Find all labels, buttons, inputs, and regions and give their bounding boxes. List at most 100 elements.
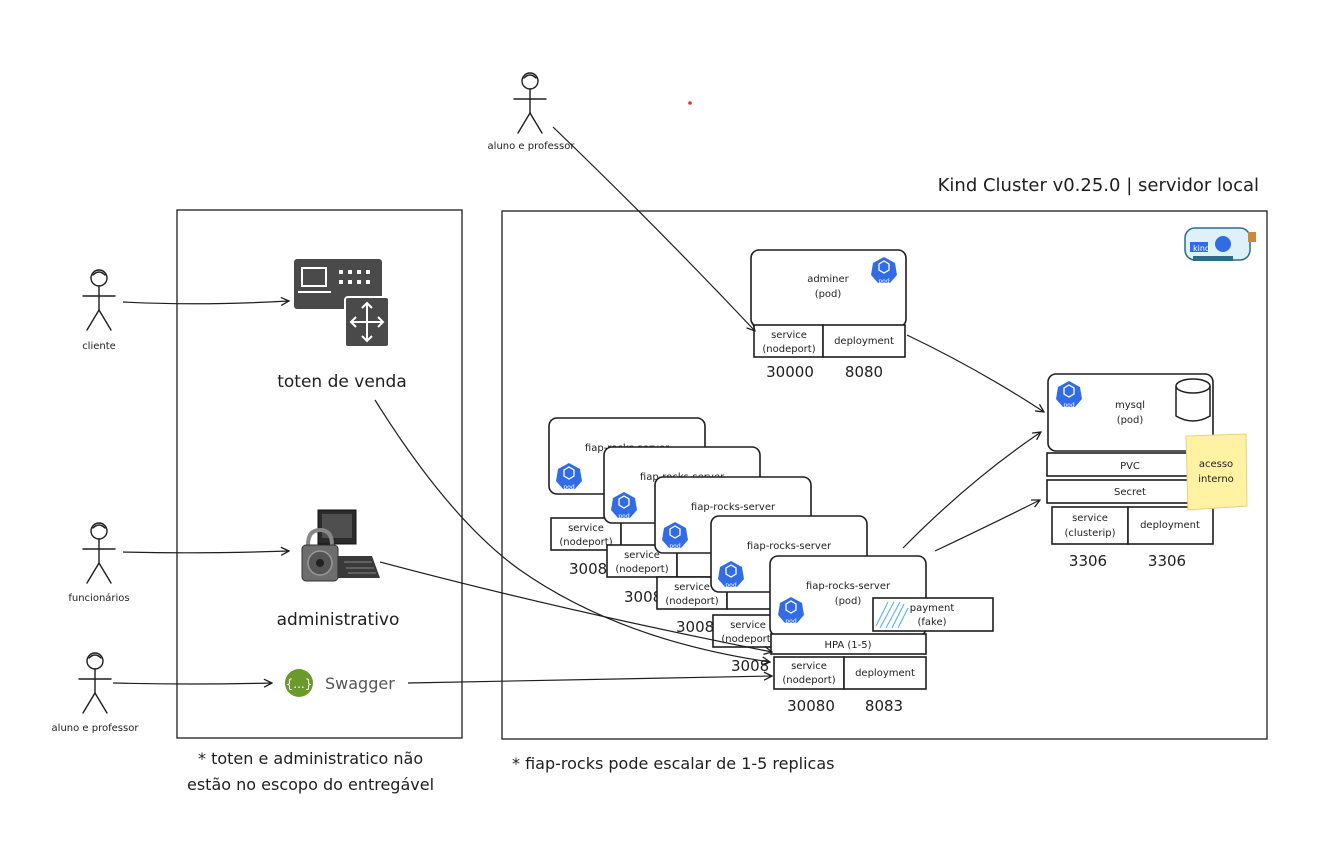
payment-label: payment [910,603,955,614]
arrow-fiap-to-mysql [902,432,1041,549]
footnote-left-line1: * toten e administratico não [198,749,423,768]
mysql-service-type: (clusterip) [1065,528,1116,539]
replica-service-type: (nodeport) [721,634,774,645]
pod-badge-label: pod [725,582,736,589]
arrow-funcionarios-to-admin [122,551,289,553]
arrow-aluno-to-adminer [552,126,755,331]
arrow-cliente-to-toten [122,301,289,304]
fiap-service-box [773,656,845,690]
person-icon [82,522,116,584]
fiap-service-label: service [791,661,827,672]
adminer-deployment-box [822,324,906,358]
replica-service-label: service [730,620,766,631]
note-line2: interno [1198,474,1234,485]
payment-fake-box: payment (fake) [872,597,994,632]
fiap-deployment-label: deployment [855,668,915,679]
mysql-secret-label: Secret [1114,487,1146,498]
mysql-service-box [1051,506,1129,545]
adminer-deployment-label: deployment [834,336,894,347]
actor-funcionarios: funcionários [68,522,130,604]
replica-port: 3008 [624,588,662,606]
pod-badge-label: pod [1063,402,1074,409]
actor-label: funcionários [68,592,129,604]
replica-service-type: (nodeport) [615,564,668,575]
mysql-pod: mysql (pod) pod [1047,373,1214,452]
kind-logo-icon: kind [1184,227,1256,261]
actor-aluno-bottom: aluno e professor [52,652,140,734]
mysql-port-service: 3306 [1069,552,1107,570]
computer-lock-icon [301,509,380,582]
database-cylinder-icon [1175,378,1211,422]
mysql-pvc-label: PVC [1120,461,1140,472]
replica-service-label: service [674,582,710,593]
replica-name: fiap-rocks-server [747,541,832,552]
administrativo-label: administrativo [277,610,400,630]
arrow-aluno-to-swagger [112,683,272,684]
footnote-right: * fiap-rocks pode escalar de 1-5 replica… [512,754,834,773]
pod-badge-label: pod [669,543,680,550]
mysql-kind: (pod) [1117,415,1144,426]
fiap-kind: (pod) [835,596,862,607]
adminer-port-container: 8080 [845,363,883,381]
cluster-title: Kind Cluster v0.25.0 | servidor local [938,175,1259,196]
adminer-service-label: service [771,330,807,341]
pod-badge-label: pod [878,278,889,285]
replica-name: fiap-rocks-server [691,502,776,513]
replica-service-label: service [624,550,660,561]
fiap-deployment-box [843,656,927,690]
arrow-adminer-to-mysql [906,334,1044,412]
arrow-toten-to-fiap [374,399,770,662]
actor-label: aluno e professor [488,141,576,152]
replica-port: 3008 [676,618,714,636]
adminer-kind: (pod) [815,289,842,300]
kind-logo-label: kind [1193,244,1210,253]
mysql-name: mysql [1115,400,1145,411]
person-icon [78,652,112,714]
replica-service-label: service [568,523,604,534]
replica-service-type: (nodeport) [559,537,612,548]
adminer-port-nodeport: 30000 [766,363,814,381]
payment-sub-label: (fake) [917,617,946,628]
footnote-left-line2: estão no escopo do entregável [187,775,434,794]
replica-service-type: (nodeport) [665,596,718,607]
arrow-fiap-to-secret [934,500,1040,552]
actor-label: cliente [82,341,116,352]
actor-cliente: cliente [82,269,116,352]
mysql-port-container: 3306 [1148,552,1186,570]
note-line1: acesso [1199,459,1233,470]
actor-aluno-top: aluno e professor [488,72,576,152]
mysql-service-label: service [1072,513,1108,524]
connectors [112,126,1044,684]
fiap-replica-stack: service(nodeport)3008fiap-rocks-serverpo… [548,417,869,675]
sticky-note: acesso interno [1185,433,1248,511]
adminer-service-type: (nodeport) [762,344,815,355]
adminer-pod: adminer (pod) pod [750,249,907,328]
stray-dot [688,101,692,105]
person-icon [513,72,547,134]
fiap-port-nodeport: 30080 [787,697,835,715]
person-icon [82,269,116,331]
fiap-port-container: 8083 [865,697,903,715]
fiap-service-type: (nodeport) [782,675,835,686]
pod-badge-label: pod [785,618,796,625]
swagger-icon-glyph: {...} [286,677,313,691]
kiosk-icon [294,259,390,348]
arrow-admin-to-fiap [379,561,772,652]
toten-label: toten de venda [277,372,407,392]
kind-cluster-frame [501,210,1268,740]
replica-port: 3008 [569,560,607,578]
fiap-name: fiap-rocks-server [806,581,891,592]
mysql-deployment-label: deployment [1140,520,1200,531]
swagger-label: Swagger [325,674,395,693]
fiap-hpa-box [770,633,927,655]
fiap-hpa-label: HPA (1-5) [824,640,871,651]
arrow-swagger-to-fiap [407,676,772,684]
actor-label: aluno e professor [52,723,140,734]
swagger-logo-icon: {...} [285,669,313,697]
adminer-service-box [753,324,824,358]
mysql-deployment-box [1127,506,1214,545]
out-of-scope-frame [176,209,463,739]
adminer-name: adminer [807,274,849,285]
pod-badge-label: pod [618,513,629,520]
